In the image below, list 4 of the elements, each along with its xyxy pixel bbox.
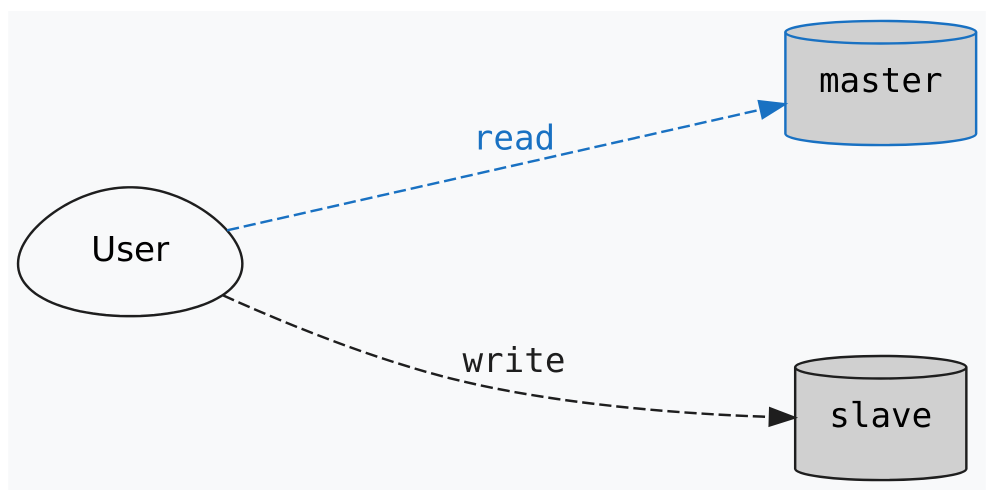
- arrow: [222, 294, 798, 427]
- edge-label: write: [462, 340, 566, 381]
- arrow: [226, 99, 788, 232]
- edge-label: read: [472, 118, 556, 158]
